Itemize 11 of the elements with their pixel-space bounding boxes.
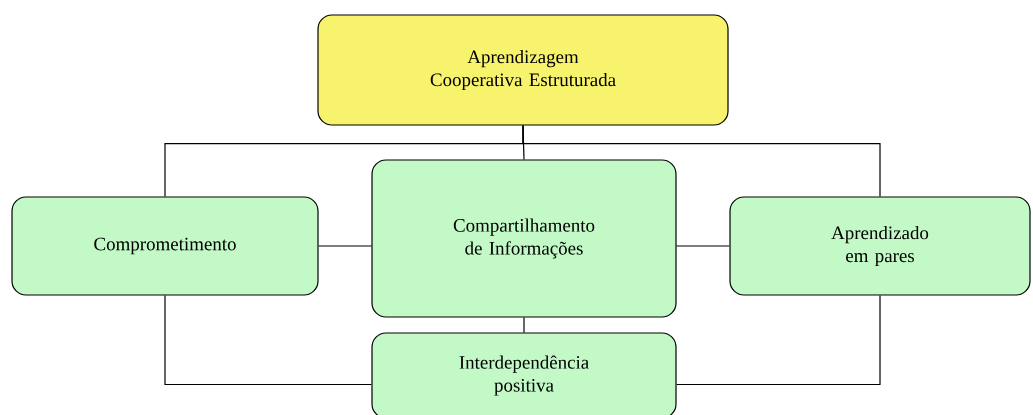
connector-line <box>164 295 372 386</box>
process-box: Interdependência positiva <box>371 332 677 415</box>
connector-line <box>676 295 881 386</box>
process-box: Aprendizagem Cooperativa Estruturada <box>317 14 729 126</box>
process-box: Aprendizado em pares <box>729 196 1031 296</box>
connector-line <box>523 317 525 333</box>
process-box: Compartilhamento de Informações <box>371 159 677 318</box>
process-box: Comprometimento <box>11 196 319 296</box>
connector-line <box>318 245 372 247</box>
connector-line <box>676 245 730 247</box>
connector-line <box>522 125 881 197</box>
